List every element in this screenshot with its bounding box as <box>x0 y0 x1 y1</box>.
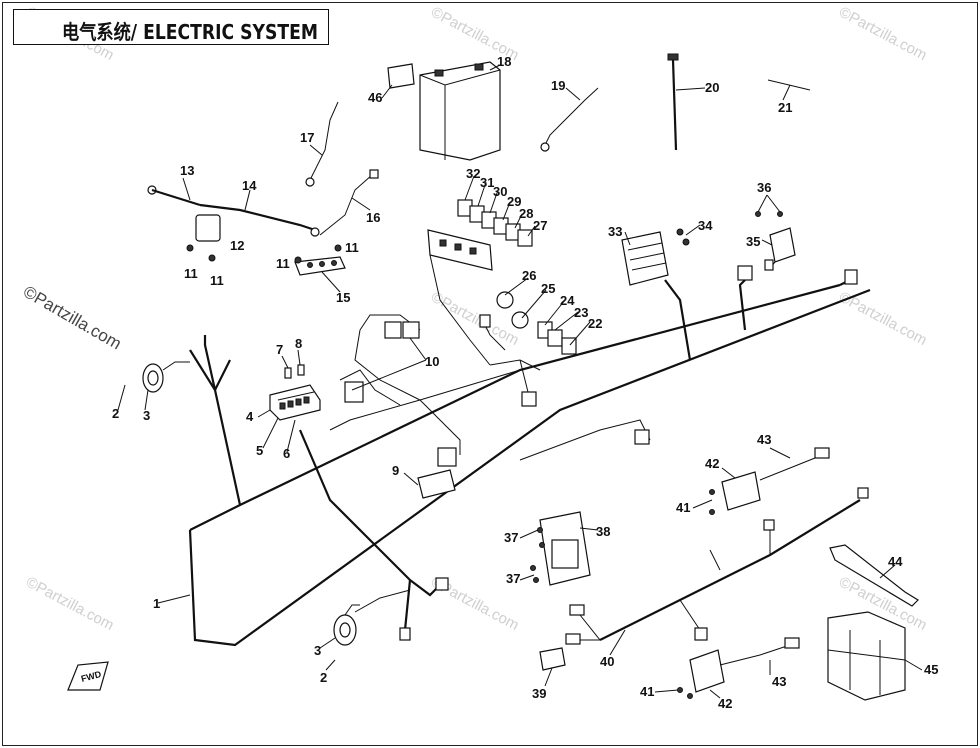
callout-31: 31 <box>480 175 494 190</box>
fwd-arrow: FWD <box>67 661 109 691</box>
callout-36: 36 <box>757 180 771 195</box>
connector-9 <box>417 469 456 499</box>
fuse-box <box>269 364 321 421</box>
callout-41: 41 <box>676 500 690 515</box>
title-box: 电气系统/ ELECTRIC SYSTEM <box>13 9 329 45</box>
sensor-42-lower <box>677 637 800 699</box>
callout-43: 43 <box>757 432 771 447</box>
callout-3: 3 <box>314 643 321 658</box>
callout-9: 9 <box>392 463 399 478</box>
callout-7: 7 <box>276 342 283 357</box>
battery-cables <box>305 53 811 187</box>
callout-32: 32 <box>466 166 480 181</box>
ecu <box>530 511 591 586</box>
battery-pad <box>387 63 415 89</box>
callout-38: 38 <box>596 524 610 539</box>
callout-35: 35 <box>746 234 760 249</box>
callout-46: 46 <box>368 90 382 105</box>
callout-11: 11 <box>210 273 224 288</box>
callout-41: 41 <box>640 684 654 699</box>
callout-30: 30 <box>493 184 507 199</box>
starter-relay-group <box>147 169 379 276</box>
callout-11: 11 <box>276 256 290 271</box>
callout-25: 25 <box>541 281 555 296</box>
callout-44: 44 <box>888 554 903 569</box>
callout-2: 2 <box>320 670 327 685</box>
relay-harness <box>329 254 541 467</box>
sensor-42-upper <box>709 447 830 515</box>
horn-upper <box>142 361 190 393</box>
callout-6: 6 <box>283 446 290 461</box>
callout-8: 8 <box>295 336 302 351</box>
callout-37: 37 <box>504 530 518 545</box>
callout-22: 22 <box>588 316 602 331</box>
regulator <box>621 228 690 286</box>
relay-row <box>427 199 533 271</box>
callout-5: 5 <box>256 443 263 458</box>
part-39 <box>539 647 566 671</box>
callout-4: 4 <box>246 409 254 424</box>
leader-lines <box>117 64 923 699</box>
callout-33: 33 <box>608 224 622 239</box>
battery <box>419 61 501 161</box>
callout-29: 29 <box>507 194 521 209</box>
main-harness <box>188 265 871 647</box>
strap-44 <box>829 544 919 607</box>
callout-11: 11 <box>184 266 198 281</box>
callout-39: 39 <box>532 686 546 701</box>
callout-3: 3 <box>143 408 150 423</box>
callout-13: 13 <box>180 163 194 178</box>
callout-42: 42 <box>718 696 732 711</box>
callout-37: 37 <box>506 571 520 586</box>
callout-14: 14 <box>242 178 257 193</box>
callout-labels: 1 2 2 2 3 3 4 5 6 7 8 9 10 11 11 11 11 1… <box>112 54 938 711</box>
callout-17: 17 <box>300 130 314 145</box>
callout-43: 43 <box>772 674 786 689</box>
callout-16: 16 <box>366 210 380 225</box>
callout-1: 1 <box>153 596 160 611</box>
callout-21: 21 <box>778 100 792 115</box>
sensor-35 <box>755 211 796 271</box>
callout-10: 10 <box>425 354 439 369</box>
watermark-side: ©Partzilla.com <box>20 282 125 353</box>
callout-34: 34 <box>698 218 713 233</box>
horn-lower <box>333 604 360 646</box>
callout-24: 24 <box>560 293 575 308</box>
page-title: 电气系统/ ELECTRIC SYSTEM <box>62 20 318 44</box>
callout-40: 40 <box>600 654 614 669</box>
callout-23: 23 <box>574 305 588 320</box>
callout-42: 42 <box>705 456 719 471</box>
callout-28: 28 <box>519 206 533 221</box>
callout-11: 11 <box>345 240 359 255</box>
sub-harness <box>565 487 869 645</box>
callout-12: 12 <box>230 238 244 253</box>
callout-26: 26 <box>522 268 536 283</box>
callout-18: 18 <box>497 54 511 69</box>
callout-20: 20 <box>705 80 719 95</box>
watermark: ©Partzilla.com <box>23 574 117 635</box>
callout-27: 27 <box>533 218 547 233</box>
callout-45: 45 <box>924 662 938 677</box>
callout-15: 15 <box>336 290 350 305</box>
callout-2: 2 <box>112 406 119 421</box>
watermark: ©Partzilla.com <box>836 4 930 65</box>
callout-19: 19 <box>551 78 565 93</box>
bracket-45 <box>827 611 906 701</box>
